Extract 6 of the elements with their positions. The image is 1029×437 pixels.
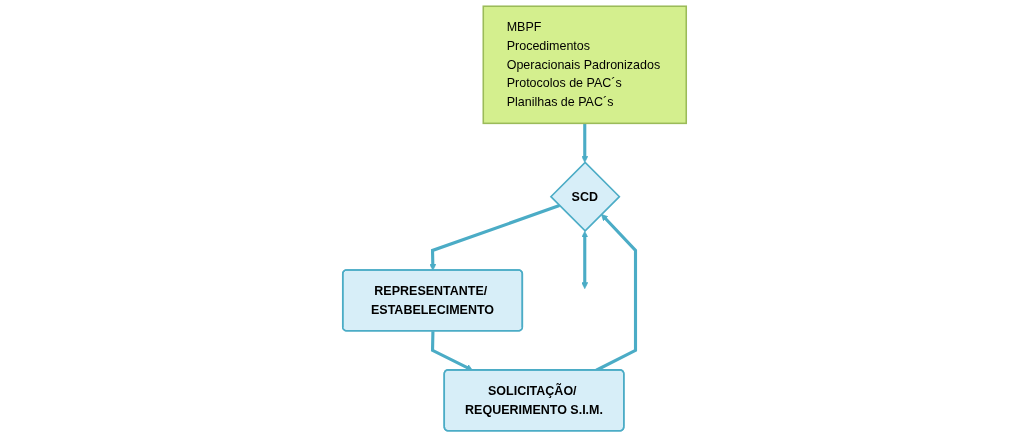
node-box: MBPF Procedimentos Operacionais Padronizados Protocolos de PAC´s Planilhas de PAC´s	[482, 5, 688, 125]
node-diamond: SCD	[549, 161, 621, 232]
arrow	[430, 331, 473, 371]
arrow	[581, 123, 589, 163]
arrow	[429, 204, 560, 271]
arrow	[581, 230, 589, 289]
